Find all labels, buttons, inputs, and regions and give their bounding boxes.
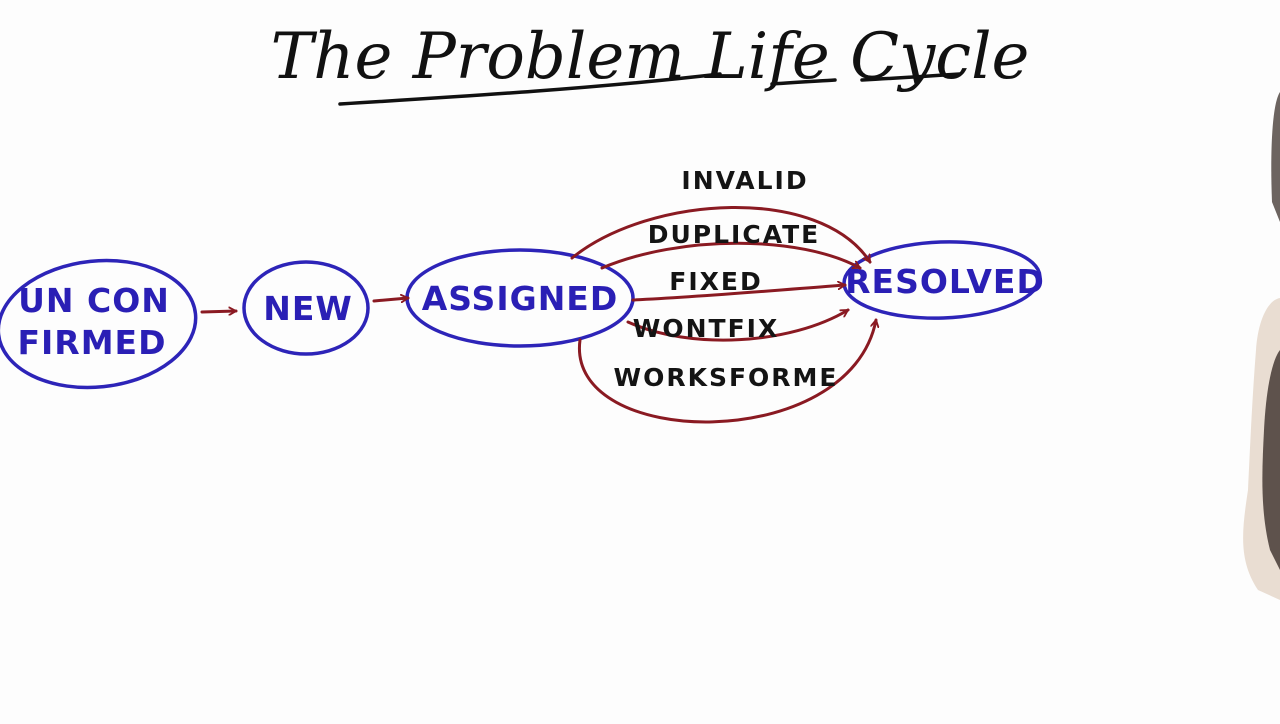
title-underline	[338, 72, 722, 106]
title-underline-2	[770, 78, 837, 86]
arrow-wontfix	[626, 308, 848, 342]
resolution-worksforme-label: WORKSFORME	[614, 363, 839, 392]
state-unconfirmed: UN CON FIRMED	[0, 258, 198, 390]
title-underline-3	[860, 72, 962, 82]
state-new-ellipse	[242, 260, 370, 356]
state-assigned: ASSIGNED	[405, 248, 635, 348]
arrow-new-to-assigned	[372, 298, 408, 301]
arrow-fixed	[631, 285, 845, 302]
resolution-invalid-label: INVALID	[681, 166, 808, 195]
state-unconfirmed-ellipse	[0, 258, 198, 390]
presenter-hand-top-image	[1271, 92, 1280, 222]
arrow-invalid	[570, 206, 872, 262]
resolution-duplicate-label: DUPLICATE	[648, 220, 821, 249]
arrow-duplicate	[600, 241, 860, 270]
state-resolved: RESOLVED	[842, 240, 1045, 320]
arrow-unconfirmed-to-new	[200, 311, 236, 312]
resolution-fixed-label: FIXED	[669, 267, 762, 296]
resolution-wontfix-label: WONTFIX	[633, 314, 779, 343]
state-unconfirmed-label-line2: FIRMED	[17, 323, 166, 362]
state-resolved-label: RESOLVED	[845, 262, 1045, 301]
state-assigned-label: ASSIGNED	[422, 279, 619, 318]
state-new-label: NEW	[263, 289, 353, 328]
state-new: NEW	[242, 260, 370, 356]
state-unconfirmed-label-line1: UN CON	[18, 281, 170, 320]
arrow-worksforme	[578, 320, 876, 424]
